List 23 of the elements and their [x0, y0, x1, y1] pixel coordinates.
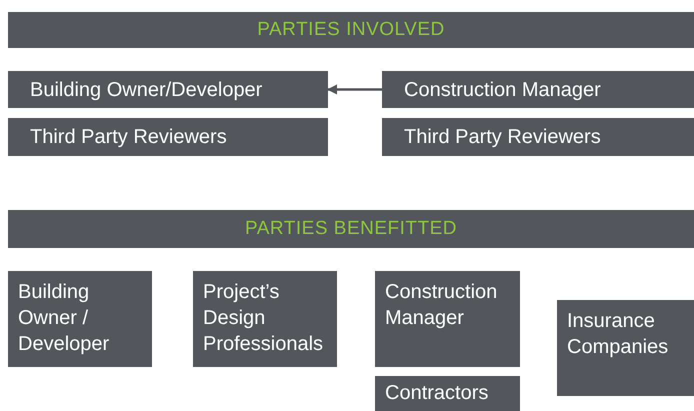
party-box: [382, 118, 694, 156]
party-box: [375, 376, 520, 411]
party-label: Project’s Design Professionals: [203, 280, 324, 357]
party-box: [557, 300, 694, 396]
party-label: PARTIES BENEFITTED: [244, 217, 458, 241]
party-label: PARTIES INVOLVED: [257, 18, 445, 42]
party-label: Construction Manager: [404, 78, 601, 102]
party-box: [8, 118, 328, 156]
header-band: [8, 210, 694, 248]
party-label: Third Party Reviewers: [30, 125, 227, 150]
party-label: Third Party Reviewers: [404, 125, 601, 150]
header-band: [8, 12, 694, 48]
party-box: [8, 271, 152, 367]
party-label: Building Owner / Developer: [18, 280, 110, 357]
party-label: Construction Manager: [385, 280, 498, 331]
party-box: [193, 271, 337, 367]
party-box: [382, 71, 694, 108]
party-label: Building Owner/Developer: [30, 78, 262, 102]
party-box: [375, 271, 520, 367]
party-label: Insurance Companies: [567, 309, 670, 360]
arrow: [327, 84, 382, 94]
party-label: Contractors: [385, 381, 490, 406]
party-box: [8, 71, 328, 108]
